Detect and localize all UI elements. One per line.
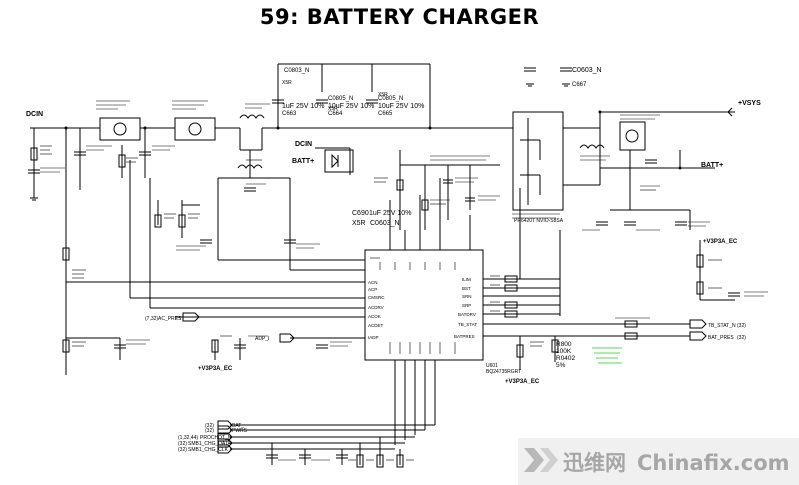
watermark-cn-text: 迅维网 — [563, 451, 626, 475]
sheet-ref-smb-data: (32) — [178, 441, 187, 447]
r800-ref: R800 — [556, 341, 572, 348]
net-label-batt-right: BATT+ — [701, 162, 723, 169]
net-label-batt-mid: BATT+ — [292, 158, 314, 165]
cap-c690-pkg: C0603_N — [370, 220, 400, 227]
pin-label: ACDRV — [368, 305, 384, 310]
pin-label: IADP — [368, 335, 379, 340]
signal-labels: (7,32) AC_PRES ADP_I TB_STAT_N (32) BAT_… — [145, 316, 746, 453]
sheet-ref-bat-pres: (32) — [737, 335, 746, 341]
pin-label: BATPRES — [454, 334, 475, 339]
cap-top-right-ref: C0603_N — [572, 67, 602, 74]
sheet-ref-ac-pres: (7,32) — [145, 316, 158, 322]
charger-ic-part: BQ24735RGRT — [486, 369, 521, 375]
charger-ic-ref: U601 — [486, 363, 498, 369]
r800-package: R0402 — [556, 355, 576, 362]
pin-label: ACN — [368, 280, 378, 285]
cap-c663-sub: X5R — [282, 80, 292, 86]
pin-label: TB_STAT — [458, 322, 477, 327]
cap-c664-name: C664 — [328, 111, 343, 117]
cap-c665-spec: 10uF 25V 10% — [378, 103, 424, 110]
cap-c665-ref: C0805_N — [378, 96, 403, 102]
sheet-ref-smb-clk: (32) — [178, 447, 187, 453]
net-labels: DCIN DCIN BATT+ BATT+ +VSYS +V3P3A_EC +V… — [26, 100, 761, 385]
page-title: 59: BATTERY CHARGER — [259, 5, 540, 29]
net-label-v3p3a-ec-left: +V3P3A_EC — [198, 366, 233, 372]
cap-c690-ref: C690 — [352, 210, 369, 217]
cap-c665-sub: X5R — [378, 92, 388, 98]
cap-c663-name: C663 — [282, 111, 297, 117]
net-label-v3p3a-ec-bottom: +V3P3A_EC — [505, 379, 540, 385]
pin-label: BST — [462, 286, 471, 291]
net-label-vsys: +VSYS — [738, 100, 761, 107]
sheet-ref-pwrs: (32) — [205, 428, 214, 434]
cap-top-right-name: C667 — [572, 82, 587, 88]
signal-bat-pres: BAT_PRES — [708, 335, 734, 341]
resistor-r800: R800 100K R0402 5% — [556, 341, 576, 369]
components — [28, 67, 768, 468]
cap-c690-spec: 1uF 25V 10% — [369, 210, 411, 217]
r800-value: 100K — [556, 348, 572, 355]
signal-smb-clk: SMB1_CHG_CLK — [188, 447, 229, 453]
signal-ac-pres: AC_PRES — [158, 316, 182, 322]
cap-c664-ref: C0805_N — [328, 96, 353, 102]
sheet-ref-bat: (32) — [205, 423, 214, 429]
watermark-en-text: Chinafix.com — [637, 451, 790, 475]
pin-label: ACOK — [368, 314, 381, 319]
mosfet-pair-part: PR6420T NVIO-S8SA — [514, 218, 564, 224]
cap-c690-sub: X5R — [352, 220, 366, 227]
mid-capacitor-labels: C690 1uF 25V 10% X5R C0603_N — [352, 210, 411, 227]
watermark: 迅维网 Chinafix.com — [518, 438, 799, 485]
sheet-ref-prochot: (1,32,44) — [178, 435, 198, 441]
net-label-dcin-mid: DCIN — [295, 141, 312, 148]
cap-c664-spec: 10uF 25V 10% — [328, 103, 374, 110]
pin-label: SRP — [462, 303, 471, 308]
net-label-v3p3a-ec-right: +V3P3A_EC — [703, 239, 738, 245]
pin-label: BATDRV — [458, 312, 476, 317]
signal-tb-stat: TB_STAT_N — [708, 323, 736, 329]
watermark-logo-icon — [524, 448, 544, 472]
cap-c665-name: C665 — [378, 111, 393, 117]
net-label-dcin-left: DCIN — [26, 111, 43, 118]
pin-label: ACDET — [368, 323, 384, 328]
ic-left-pins: ACN ACP CMSRC ACDRV ACOK ACDET IADP — [368, 280, 385, 340]
pin-label: CMSRC — [368, 295, 385, 300]
cap-c663-ref: C0803_N — [284, 68, 309, 74]
signal-adp: ADP_I — [255, 336, 269, 342]
r800-tolerance: 5% — [556, 362, 566, 369]
pin-label: ILIM — [462, 277, 471, 282]
ic-labels: U601 BQ24735RGRT PR6420T NVIO-S8SA — [486, 218, 564, 375]
cap-c663-spec: 1uF 25V 10% — [282, 103, 324, 110]
signal-smb-data: SMB1_CHG_DATA — [188, 441, 232, 447]
watermark-logo-icon-shadow — [540, 448, 558, 472]
signal-pwrs: PWRS — [232, 428, 248, 434]
watermark-background — [518, 438, 799, 485]
top-capacitor-labels: C0803_N X5R 1uF 25V 10% C663 C0805_N X5R… — [282, 67, 602, 117]
signal-prochot: PROCHOT_N — [200, 435, 232, 441]
cap-c664-sub: X5R — [328, 106, 338, 112]
signal-bat: BAT_ — [232, 423, 244, 429]
pin-label: SRN — [462, 294, 472, 299]
wiring — [30, 63, 735, 465]
ic-right-pins: ILIM BST SRN SRP BATDRV TB_STAT BATPRES — [454, 277, 477, 339]
sheet-ref-tb-stat: (32) — [737, 323, 746, 329]
pin-label: ACP — [368, 287, 377, 292]
